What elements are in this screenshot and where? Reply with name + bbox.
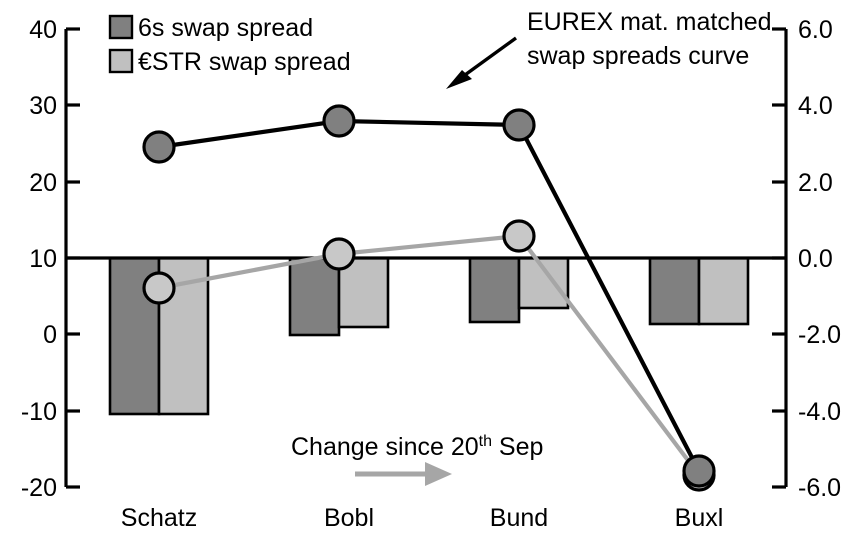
dark-marker-schatz[interactable]: [142, 130, 176, 164]
eurex-curve-line: [158, 118, 701, 472]
gray-marker-bund[interactable]: [502, 219, 536, 253]
annotation-curve-callout: EUREX mat. matched swap spreads curve: [446, 8, 772, 89]
dark-marker-buxl[interactable]: [682, 454, 716, 488]
category-label-bund: Bund: [490, 504, 548, 532]
left-axis-label-30: 30: [29, 92, 57, 120]
chart-legend: 6s swap spread €STR swap spread: [108, 14, 351, 76]
annotation-change-note: Change since 20th Sep: [291, 433, 543, 486]
dark-marker-bund[interactable]: [502, 108, 536, 142]
left-axis-label-40: 40: [29, 16, 57, 44]
callout-arrow-head-icon: [446, 70, 472, 89]
bar-buxl-6s[interactable]: [648, 256, 701, 326]
category-label-buxl: Buxl: [675, 504, 724, 532]
right-axis-label-6: 6.0: [798, 16, 833, 44]
change-note-prefix: Change since 20: [291, 433, 479, 461]
left-axis-label-neg20: -20: [21, 474, 57, 502]
right-axis-label-4: 4.0: [798, 92, 833, 120]
change-note-text: Change since 20th Sep: [291, 433, 543, 461]
category-label-bobl: Bobl: [324, 504, 374, 532]
category-label-schatz: Schatz: [121, 504, 197, 532]
change-note-arrow-head-icon: [425, 462, 452, 486]
callout-arrow-shaft: [457, 36, 517, 82]
right-axis-label-neg4: -4.0: [798, 398, 841, 426]
right-axis-label-neg6: -6.0: [798, 474, 841, 502]
left-axis-label-neg10: -10: [21, 398, 57, 426]
bar-bobl-6s[interactable]: [288, 256, 341, 337]
left-axis-label-20: 20: [29, 169, 57, 197]
change-note-suffix: Sep: [492, 433, 543, 461]
bar-series-group: [108, 256, 750, 416]
right-axis: 6.0 4.0 2.0 0.0 -2.0 -4.0 -6.0: [772, 16, 841, 502]
gray-marker-schatz[interactable]: [142, 271, 176, 305]
legend-swatch-6s: [108, 14, 134, 40]
category-axis-labels: Schatz Bobl Bund Buxl: [121, 504, 724, 532]
legend-label-6s: 6s swap spread: [138, 14, 313, 42]
callout-line-1: EUREX mat. matched: [527, 8, 772, 36]
right-axis-label-neg2: -2.0: [798, 321, 841, 349]
left-axis-label-0: 0: [43, 321, 57, 349]
bar-buxl-estr[interactable]: [697, 256, 750, 326]
change-note-superscript: th: [479, 433, 492, 450]
callout-line-2: swap spreads curve: [527, 42, 749, 70]
dark-marker-bobl[interactable]: [322, 104, 356, 138]
line-series-dark: [142, 104, 716, 488]
left-axis-label-10: 10: [29, 245, 57, 273]
legend-swatch-estr: [108, 48, 134, 74]
gray-marker-bobl[interactable]: [322, 237, 356, 271]
right-axis-label-2: 2.0: [798, 169, 833, 197]
bar-bund-6s[interactable]: [468, 256, 521, 324]
bar-bobl-estr[interactable]: [337, 256, 390, 329]
gray-swap-spread-line: [158, 233, 701, 477]
legend-label-estr: €STR swap spread: [138, 48, 351, 76]
right-axis-label-0: 0.0: [798, 245, 833, 273]
left-axis: 40 30 20 10 0 -10 -20: [21, 16, 80, 502]
